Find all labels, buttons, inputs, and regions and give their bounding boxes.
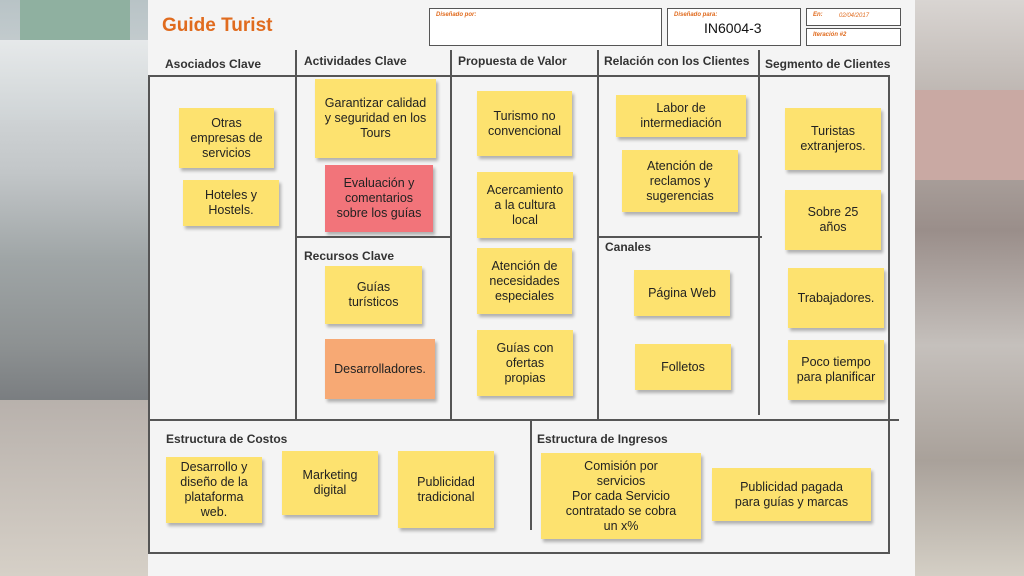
section-title-revenue: Estructura de Ingresos xyxy=(537,432,668,446)
sticky-note: Otras empresas de servicios xyxy=(179,108,274,168)
sticky-note: Labor de intermediación xyxy=(616,95,746,137)
sticky-note: Desarrollo y diseño de la plataforma web… xyxy=(166,457,262,523)
sticky-note: Trabajadores. xyxy=(788,268,884,328)
business-model-canvas: Guide Turist Diseñado por: Diseñado para… xyxy=(148,0,915,576)
sticky-note: Turismo no convencional xyxy=(477,91,572,156)
sticky-note: Marketing digital xyxy=(282,451,378,515)
canvas-grid-lines xyxy=(148,50,899,554)
sticky-note: Desarrolladores. xyxy=(325,339,435,399)
sticky-note: Evaluación y comentarios sobre los guías xyxy=(325,165,433,232)
designed-by-box: Diseñado por: xyxy=(429,8,662,46)
iteration-label: Iteración #2 xyxy=(813,32,847,38)
section-title-costs: Estructura de Costos xyxy=(166,432,288,446)
sticky-note: Atención de reclamos y sugerencias xyxy=(622,150,738,212)
sticky-note: Guías con ofertas propias xyxy=(477,330,573,396)
section-title-partners: Asociados Clave xyxy=(165,57,262,71)
sticky-note: Turistas extranjeros. xyxy=(785,108,881,170)
sticky-note: Hoteles y Hostels. xyxy=(183,180,279,226)
sticky-note: Guías turísticos xyxy=(325,266,422,324)
background-photo-left xyxy=(0,0,148,576)
sticky-note: Página Web xyxy=(634,270,730,316)
date-box: En: 02/04/2017 xyxy=(806,8,901,26)
sticky-note: Acercamiento a la cultura local xyxy=(477,172,573,238)
sticky-note: Publicidad pagada para guías y marcas xyxy=(712,468,871,521)
date-value: 02/04/2017 xyxy=(839,13,870,19)
section-title-activities: Actividades Clave xyxy=(304,54,407,68)
section-title-channels: Canales xyxy=(605,240,652,254)
section-title-resources: Recursos Clave xyxy=(304,249,395,263)
page-title: Guide Turist xyxy=(162,15,273,36)
iteration-box: Iteración #2 xyxy=(806,28,901,46)
sticky-note: Publicidad tradicional xyxy=(398,451,494,528)
sticky-note: Poco tiempo para planificar xyxy=(788,340,884,400)
sticky-note: Comisión por servicios Por cada Servicio… xyxy=(541,453,701,539)
section-title-segments: Segmento de Clientes xyxy=(765,57,891,71)
designed-for-label: Diseñado para: xyxy=(674,12,718,18)
section-title-relations: Relación con los Clientes xyxy=(604,54,750,68)
sticky-note: Sobre 25 años xyxy=(785,190,881,250)
background-sign xyxy=(20,0,130,40)
sticky-note: Folletos xyxy=(635,344,731,390)
section-title-value: Propuesta de Valor xyxy=(458,54,567,68)
date-label: En: xyxy=(813,12,823,18)
sticky-note: Garantizar calidad y seguridad en los To… xyxy=(315,79,436,158)
background-photo-right xyxy=(915,0,1024,576)
background-road xyxy=(0,400,148,576)
designed-for-value: IN6004-3 xyxy=(704,20,762,36)
designed-by-label: Diseñado por: xyxy=(436,12,477,18)
background-shop xyxy=(915,90,1024,180)
background-awning xyxy=(0,40,148,120)
designed-for-box: Diseñado para: IN6004-3 xyxy=(667,8,801,46)
sticky-note: Atención de necesidades especiales xyxy=(477,248,572,314)
